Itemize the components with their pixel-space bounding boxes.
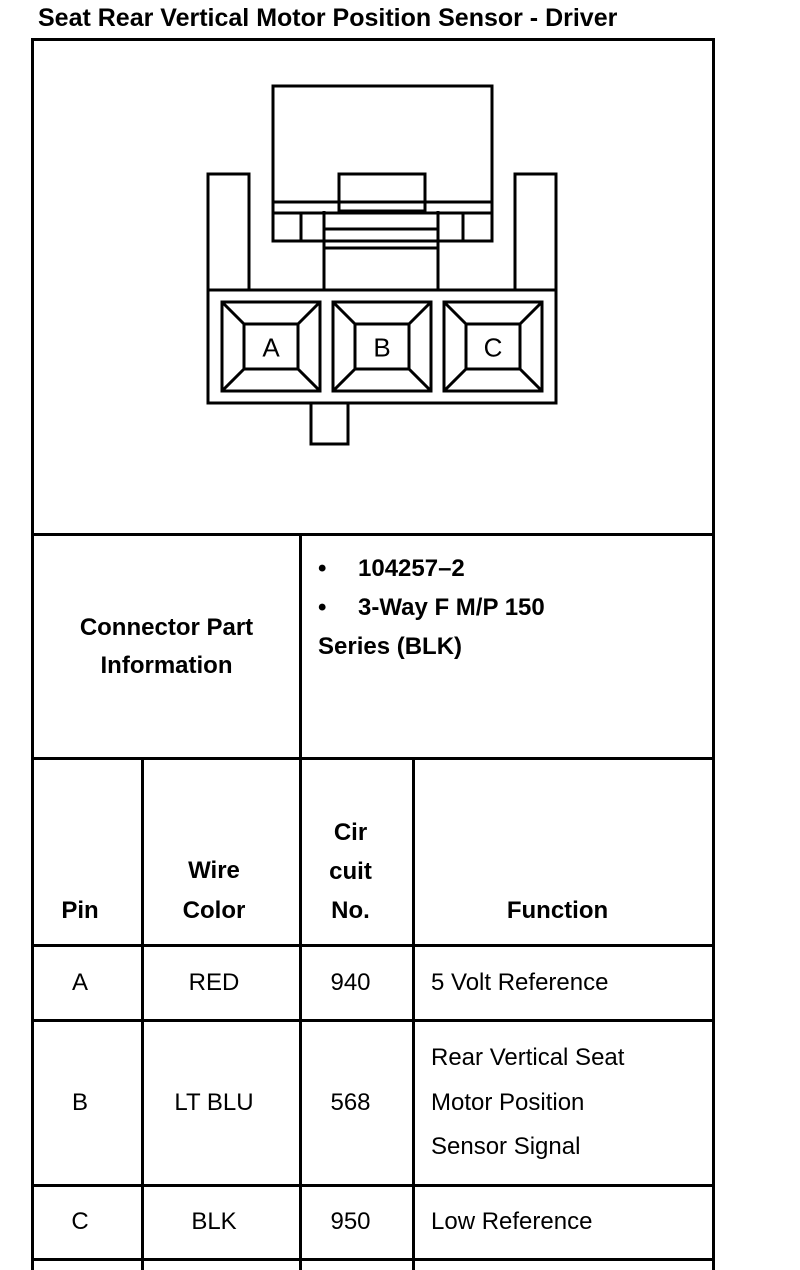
bullet-1: • [318, 555, 327, 582]
connector-description-cont: Series (BLK) [318, 633, 463, 660]
table-cell-wire-color: RED [188, 969, 240, 996]
connector-frame [31, 38, 715, 1270]
divider-row-a [31, 1019, 715, 1022]
table-cell-pin: B [71, 1089, 88, 1116]
table-cell-function-line3: Sensor Signal [431, 1133, 581, 1160]
divider-part-info [31, 757, 715, 760]
part-info-label-1: Connector Part [79, 614, 254, 641]
header-wire-color-1: Wire [188, 857, 240, 884]
col-divider-2 [412, 757, 415, 1270]
table-cell-circuit: 940 [330, 969, 371, 996]
part-number: 104257–2 [358, 555, 465, 582]
table-cell-function: 5 Volt Reference [431, 969, 609, 996]
table-cell-pin: A [71, 969, 88, 996]
connector-description: 3-Way F M/P 150 [358, 594, 545, 621]
header-pin: Pin [61, 897, 99, 924]
table-cell-circuit: 568 [330, 1089, 371, 1116]
table-cell-function: Low Reference [431, 1208, 593, 1235]
bullet-2: • [318, 594, 327, 621]
connector-diagram: A B C [206, 84, 558, 446]
cavity-label-c: C [484, 333, 503, 363]
divider-row-c [31, 1258, 715, 1261]
divider-diagram [31, 533, 715, 536]
table-cell-function-line2: Motor Position [431, 1089, 585, 1116]
table-cell-circuit: 950 [330, 1208, 371, 1235]
header-function: Function [506, 897, 609, 924]
header-wire-color-2: Color [182, 897, 246, 924]
cavity-c [442, 300, 544, 393]
divider-row-b [31, 1184, 715, 1187]
divider-header [31, 944, 715, 947]
table-cell-function-line1: Rear Vertical Seat [431, 1044, 625, 1071]
cavity-b [331, 300, 433, 393]
table-cell-wire-color: BLK [191, 1208, 237, 1235]
part-info-label-2: Information [100, 652, 233, 679]
table-cell-wire-color: LT BLU [174, 1089, 254, 1116]
page-title: Seat Rear Vertical Motor Position Sensor… [38, 4, 618, 32]
header-circuit-3: No. [331, 897, 370, 924]
connector-body [206, 288, 558, 405]
cavity-label-a: A [262, 333, 280, 363]
col-divider-1 [299, 533, 302, 1270]
connector-key [309, 403, 350, 446]
cavity-a [220, 300, 322, 393]
col-divider-0 [141, 757, 144, 1270]
table-cell-pin: C [71, 1208, 89, 1235]
cavity-label-b: B [373, 333, 390, 363]
header-circuit-2: cuit [329, 858, 372, 885]
connector-latch [337, 172, 427, 213]
header-circuit-1: Cir [333, 819, 368, 846]
connector-top-housing [271, 84, 494, 243]
